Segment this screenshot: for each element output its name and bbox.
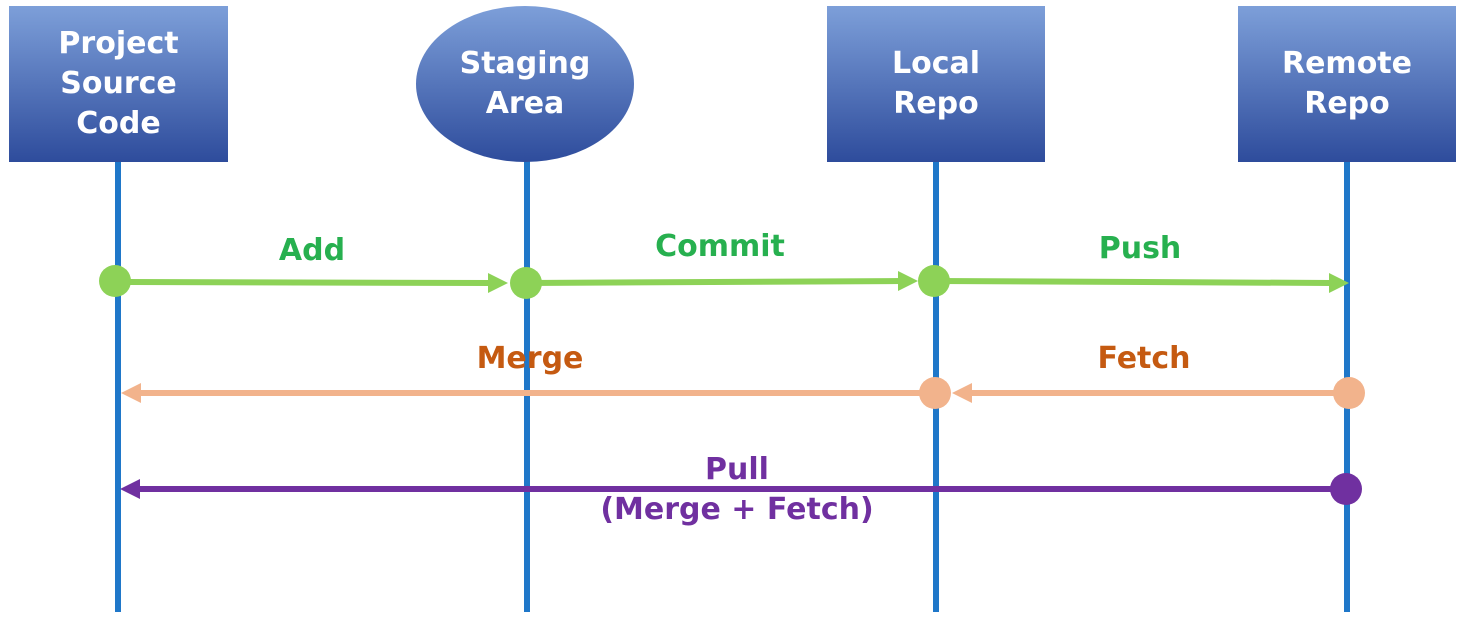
arrow-commit: [510, 267, 918, 299]
arrow-pull: [120, 473, 1362, 505]
node-staging-area-ellipse: [416, 6, 634, 162]
node-project-source-label: Project Source Code: [58, 26, 179, 141]
arrow-add: [99, 265, 508, 297]
arrow-fetch: [952, 377, 1365, 409]
flow-label-merge: Merge: [476, 341, 584, 376]
flow-label-fetch: Fetch: [1097, 341, 1191, 376]
node-project-source-box: [9, 6, 228, 162]
arrow-push: [918, 265, 1349, 297]
node-remote-repo-label: Remote Repo: [1281, 46, 1412, 121]
node-remote-repo-box: [1238, 6, 1456, 162]
arrow-merge: [121, 377, 951, 409]
flow-label-add: Add: [278, 233, 346, 268]
node-local-repo-box: [827, 6, 1045, 162]
flow-label-push: Push: [1098, 231, 1182, 266]
flow-label-commit: Commit: [655, 229, 785, 264]
flow-label-pull: Pull (Merge + Fetch): [600, 452, 874, 527]
node-staging-area-label: Staging Area: [459, 46, 591, 121]
node-local-repo-label: Local Repo: [891, 46, 981, 121]
